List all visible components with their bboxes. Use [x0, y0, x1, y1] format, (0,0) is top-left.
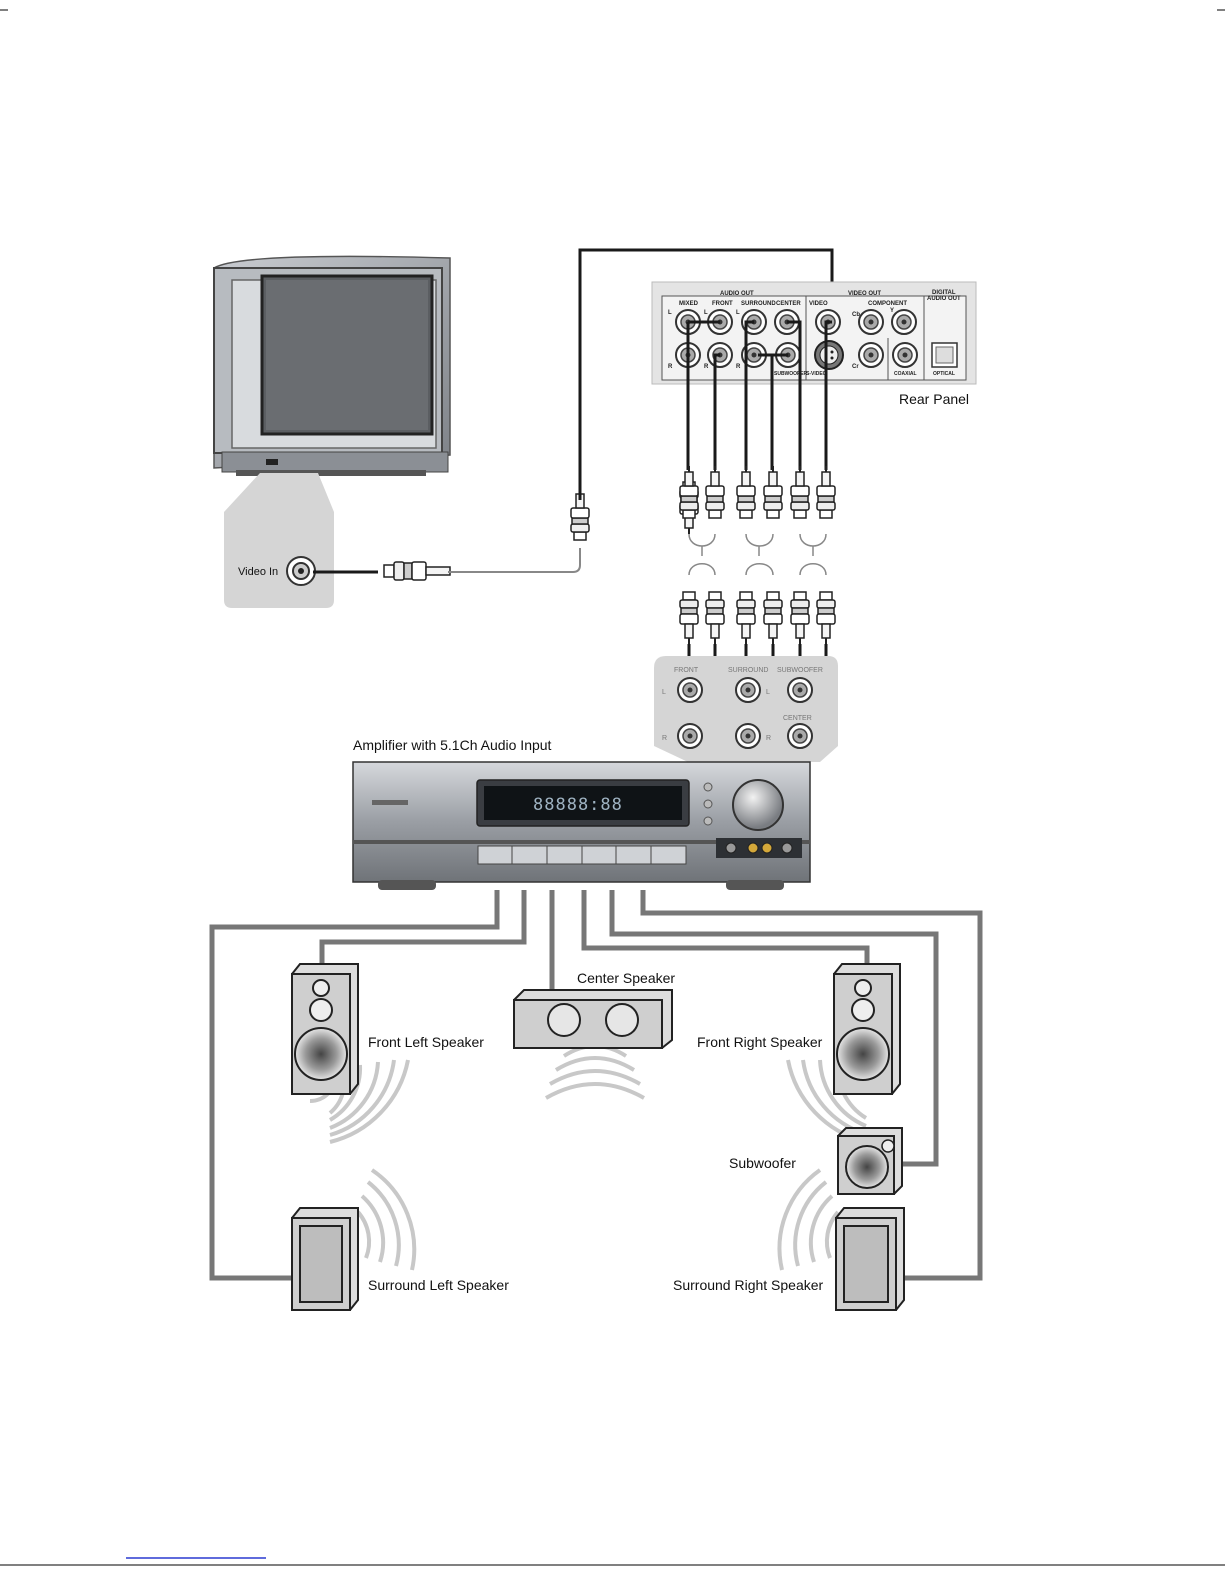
surround-l-label: L: [736, 310, 740, 316]
mixed-l-label: L: [668, 310, 672, 316]
volume-knob[interactable]: [732, 779, 784, 831]
sound-waves: [309, 1033, 868, 1271]
surround-label: SURROUND: [741, 301, 776, 307]
amp-front-label: FRONT: [674, 667, 699, 674]
front-r-label: R: [704, 364, 709, 370]
front-left-speaker: [291, 963, 359, 1095]
video-in-label: Video In: [238, 566, 278, 578]
cb-label: Cb: [852, 312, 860, 318]
amp-surround-l-jack[interactable]: [735, 677, 761, 703]
amp-front-l-label: L: [662, 689, 666, 696]
subwoofer-speaker: [837, 1127, 903, 1195]
amp-indicator-3: [703, 816, 713, 826]
front-right-speaker: [833, 963, 901, 1095]
tv-input-panel: [224, 473, 334, 608]
y-jack[interactable]: [891, 309, 917, 335]
center-speaker-label: Center Speaker: [577, 970, 675, 986]
front-left-label: Front Left Speaker: [368, 1034, 484, 1050]
amp-display: 88888:88: [533, 795, 623, 815]
surround-left-speaker: [291, 1207, 359, 1311]
subwoofer-label: SUBWOOFER: [774, 371, 807, 377]
center-speaker: [513, 989, 673, 1049]
surround-right-label: Surround Right Speaker: [673, 1277, 824, 1293]
amp-front-l-jack[interactable]: [677, 677, 703, 703]
optical-label: OPTICAL: [933, 371, 955, 377]
svideo-label: S-VIDEO: [806, 371, 827, 377]
amp-surround-r-label: R: [766, 735, 771, 742]
digital-audio-out-label: AUDIO OUT: [927, 296, 961, 302]
amplifier: 88888:88: [352, 761, 811, 890]
cr-jack[interactable]: [858, 342, 884, 368]
surround-left-label: Surround Left Speaker: [368, 1277, 509, 1293]
amp-center-label: CENTER: [783, 715, 812, 722]
amplifier-label: Amplifier with 5.1Ch Audio Input: [353, 737, 552, 753]
front-label: FRONT: [712, 301, 733, 307]
cb-jack[interactable]: [858, 309, 884, 335]
amp-surround-r-jack[interactable]: [735, 723, 761, 749]
audio-out-label: AUDIO OUT: [720, 291, 754, 297]
amp-indicator-1: [703, 782, 713, 792]
amp-front-r-jack[interactable]: [677, 723, 703, 749]
amp-subwoofer-label: SUBWOOFER: [777, 667, 823, 674]
television: Video In: [213, 255, 451, 608]
video-in-jack[interactable]: [286, 556, 316, 586]
amp-surround-l-label: L: [766, 689, 770, 696]
component-label: COMPONENT: [868, 301, 907, 307]
rear-panel-label: Rear Panel: [899, 391, 969, 407]
digital-label: DIGITAL: [932, 290, 956, 296]
rear-panel: AUDIO OUT VIDEO OUT DIGITAL AUDIO OUT MI…: [651, 281, 977, 407]
video-label: VIDEO: [809, 301, 828, 307]
video-out-label: VIDEO OUT: [848, 291, 881, 297]
amp-front-r-label: R: [662, 735, 667, 742]
coaxial-label: COAXIAL: [894, 371, 917, 377]
subwoofer-label-text: Subwoofer: [729, 1155, 796, 1171]
optical-jack[interactable]: [931, 342, 958, 368]
amp-input-panel: FRONT SURROUND SUBWOOFER CENTER L R L R: [654, 656, 838, 762]
amp-subwoofer-jack[interactable]: [787, 677, 813, 703]
coaxial-jack[interactable]: [892, 342, 918, 368]
front-l-label: L: [704, 310, 708, 316]
y-label: Y: [890, 308, 894, 314]
surround-r-label: R: [736, 364, 741, 370]
surround-right-speaker: [835, 1207, 905, 1311]
speaker-wires: [209, 890, 983, 1281]
svideo-jack[interactable]: [814, 340, 844, 370]
cr-label: Cr: [852, 364, 859, 370]
mixed-r-label: R: [668, 364, 673, 370]
amp-surround-label: SURROUND: [728, 667, 768, 674]
amp-center-jack[interactable]: [787, 723, 813, 749]
amp-indicator-2: [703, 799, 713, 809]
front-right-label: Front Right Speaker: [697, 1034, 823, 1050]
mixed-label: MIXED: [679, 301, 699, 307]
center-label: CENTER: [776, 301, 801, 307]
